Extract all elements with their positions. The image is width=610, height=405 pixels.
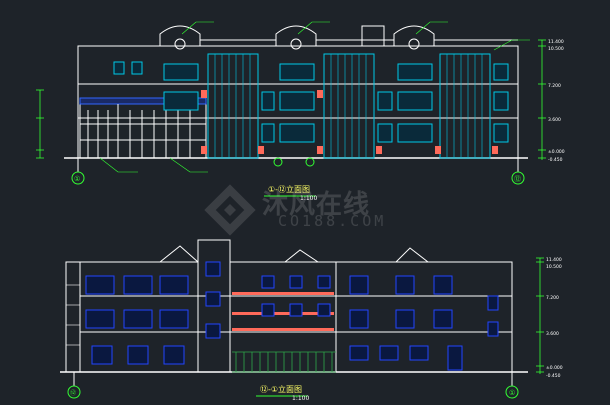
axis-label-b1: ① xyxy=(509,389,515,397)
gable-2 xyxy=(275,25,317,46)
rear-roof-3 xyxy=(395,247,429,263)
windows-front xyxy=(113,61,509,143)
level-top-3: 3.600 xyxy=(548,117,561,123)
accent-blocks xyxy=(201,90,498,154)
windows-rear xyxy=(85,261,499,371)
level-top-1: 10.500 xyxy=(548,46,564,52)
rear-roof-2 xyxy=(284,249,319,263)
axis-label-12: ⑫ xyxy=(514,175,521,183)
axis-bubble-1 xyxy=(71,171,85,185)
title-rear: ⑫-①立面图 xyxy=(260,384,302,394)
dimension-right-top xyxy=(538,39,546,160)
front-elevation xyxy=(36,21,546,197)
axis-bubble-12 xyxy=(511,171,525,185)
entrance-glazing xyxy=(80,104,206,158)
level-top-5: -0.450 xyxy=(548,157,563,163)
axis-bubble-7 xyxy=(305,157,315,167)
watermark-text: 沐风在线 xyxy=(262,190,371,220)
gable-emblem-3 xyxy=(408,38,420,50)
axis-bubble-b1 xyxy=(505,385,519,399)
canopy xyxy=(79,97,207,105)
scale-rear: 1:100 xyxy=(292,395,309,402)
rear-roof-1 xyxy=(159,245,199,263)
level-bottom-0: 11.400 xyxy=(546,257,562,263)
glazed-tower-2 xyxy=(323,53,375,159)
dimension-right-bottom xyxy=(536,257,544,374)
rear-elevation xyxy=(60,239,544,399)
axis-label-b12: ⑫ xyxy=(70,389,76,397)
gable-emblem-2 xyxy=(290,38,302,50)
tower-mullions xyxy=(214,54,483,158)
axis-bubble-b12 xyxy=(67,385,81,399)
axis-label-1: ① xyxy=(74,175,80,183)
level-bottom-3: 3.600 xyxy=(546,331,559,337)
axis-bubble-6 xyxy=(273,157,283,167)
level-top-2: 7.200 xyxy=(548,83,561,89)
gable-1 xyxy=(159,25,201,46)
rear-block-mid xyxy=(229,261,337,333)
level-bottom-5: -0.450 xyxy=(546,373,561,379)
dimension-left-top xyxy=(36,89,44,159)
level-bottom-1: 10.500 xyxy=(546,264,562,270)
side-stair-rails xyxy=(66,284,80,346)
scale-front: 1:100 xyxy=(300,195,317,202)
level-top-0: 11.400 xyxy=(548,39,564,45)
level-bottom-2: 7.200 xyxy=(546,295,559,301)
green-fence xyxy=(232,351,336,373)
side-stair xyxy=(65,261,81,373)
rear-balconies xyxy=(232,292,334,331)
level-top-4: ±0.000 xyxy=(548,149,565,155)
drawing-text: ①-⑫立面图 1:100 ⑫-①立面图 1:100 ① ⑫ ⑫ ① 11.400… xyxy=(70,39,565,402)
watermark-url: CO188.COM xyxy=(278,212,387,230)
glazed-tower-1 xyxy=(207,53,259,159)
roof-box xyxy=(361,25,385,47)
gable-3 xyxy=(393,25,435,46)
level-bottom-4: ±0.000 xyxy=(546,365,563,371)
title-front: ①-⑫立面图 xyxy=(268,184,310,194)
leader-lines-top xyxy=(99,21,530,173)
building-outline xyxy=(77,45,519,159)
glazed-tower-3 xyxy=(439,53,491,159)
gable-emblem-1 xyxy=(174,38,186,50)
